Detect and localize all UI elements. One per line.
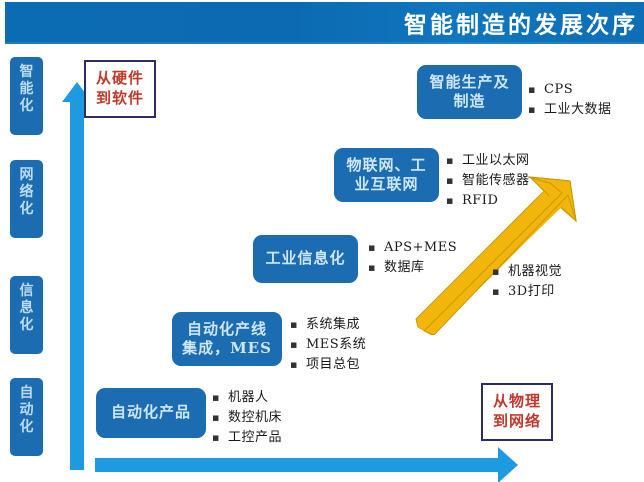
list-item: ▪ APS+MES: [368, 238, 457, 258]
stage-char: 化: [19, 317, 34, 334]
bullet-text: 工业大数据: [544, 102, 612, 118]
stage-char: 能: [19, 81, 34, 98]
sidebar-item-informatized[interactable]: 信 息 化: [10, 276, 43, 354]
bullet-text: 系统集成: [306, 317, 361, 332]
list-item: ▪ 机器视觉: [492, 262, 562, 282]
title-banner: 智能制造的发展次序: [5, 2, 644, 44]
stage-char: 信: [19, 283, 34, 299]
box-title-line: 工业信息化: [265, 249, 346, 268]
bullet-dot-icon: ▪: [492, 285, 500, 299]
box-title-line: 自动化产品: [110, 403, 191, 422]
list-item: ▪ 机器人: [212, 388, 282, 408]
note-hardware-to-software: 从硬件 到软件: [84, 60, 156, 118]
list-item: ▪ MES系统: [290, 335, 366, 355]
bullet-dot-icon: ▪: [212, 411, 220, 425]
box-title-line: 集成，MES: [182, 339, 272, 357]
bullet-dot-icon: ▪: [446, 194, 454, 208]
box-automation-line-integration[interactable]: 自动化产线 集成，MES: [172, 312, 282, 366]
bullet-dot-icon: ▪: [492, 265, 500, 278]
box-title-line: 智能生产及: [429, 72, 510, 91]
bullets-automation-products: ▪ 机器人 ▪ 数控机床 ▪ 工控产品: [212, 388, 282, 448]
list-item: ▪ 工控产品: [212, 428, 282, 448]
stage-char: 络: [19, 184, 34, 201]
stage-char: 智: [19, 64, 34, 80]
box-intelligent-production[interactable]: 智能生产及 制造: [417, 65, 522, 119]
list-item: ▪ 系统集成: [290, 315, 366, 335]
list-item: ▪ CPS: [528, 80, 612, 100]
box-automation-products[interactable]: 自动化产品: [96, 388, 206, 438]
note-line: 到网络: [492, 412, 541, 431]
bullet-dot-icon: ▪: [212, 431, 220, 445]
box-title-line: 物联网、工: [346, 155, 427, 174]
stage-char: 自: [19, 385, 34, 401]
bullet-dot-icon: ▪: [446, 154, 454, 167]
sidebar-item-automated[interactable]: 自 动 化: [10, 378, 43, 456]
bullet-text: 3D打印: [508, 284, 555, 300]
bullet-text: 智能传感器: [462, 173, 530, 189]
bullet-text: 数据库: [384, 260, 425, 276]
bullets-enabling-technologies: ▪ 机器视觉 ▪ 3D打印: [492, 262, 562, 302]
stage-char: 化: [19, 419, 34, 436]
page-title: 智能制造的发展次序: [404, 11, 638, 39]
bullet-text: 机器人: [228, 390, 269, 405]
bullet-dot-icon: ▪: [528, 83, 536, 96]
box-title-line: 业互联网: [354, 175, 419, 193]
bullet-dot-icon: ▪: [528, 103, 536, 117]
list-item: ▪ RFID: [446, 191, 530, 211]
stage-char: 网: [19, 167, 34, 183]
list-item: ▪ 项目总包: [290, 355, 366, 375]
bullet-text: 机器视觉: [508, 264, 563, 279]
bullets-automation-line-integration: ▪ 系统集成 ▪ MES系统 ▪ 项目总包: [290, 315, 366, 375]
bullet-text: 数控机床: [228, 410, 283, 426]
bullet-text: CPS: [544, 82, 574, 97]
list-item: ▪ 工业以太网: [446, 151, 530, 171]
list-item: ▪ 3D打印: [492, 282, 562, 302]
list-item: ▪ 智能传感器: [446, 171, 530, 191]
sidebar-item-intelligent[interactable]: 智 能 化: [10, 57, 43, 135]
sidebar-item-networked[interactable]: 网 络 化: [10, 160, 43, 238]
bullet-dot-icon: ▪: [290, 318, 298, 331]
box-title-line: 制造: [453, 92, 486, 110]
bullets-iot-industrial-internet: ▪ 工业以太网 ▪ 智能传感器 ▪ RFID: [446, 151, 530, 211]
list-item: ▪ 工业大数据: [528, 100, 612, 120]
stage-char: 化: [19, 98, 34, 115]
note-line: 从物理: [492, 392, 541, 410]
bullet-text: RFID: [462, 193, 499, 209]
bullet-dot-icon: ▪: [290, 358, 298, 372]
box-title-line: 自动化产线: [186, 319, 267, 338]
box-industrial-informatization[interactable]: 工业信息化: [253, 235, 358, 283]
bullet-dot-icon: ▪: [446, 174, 454, 188]
list-item: ▪ 数据库: [368, 258, 457, 278]
bullet-text: 工控产品: [228, 430, 283, 446]
bullet-dot-icon: ▪: [212, 391, 220, 404]
stage-char: 化: [19, 201, 34, 218]
bullet-text: MES系统: [306, 337, 367, 353]
stage-char: 动: [19, 402, 34, 419]
bullet-dot-icon: ▪: [368, 261, 376, 275]
box-iot-industrial-internet[interactable]: 物联网、工 业互联网: [334, 148, 439, 202]
bullets-intelligent-production: ▪ CPS ▪ 工业大数据: [528, 80, 612, 120]
vertical-progress-arrow-shaft: [70, 100, 84, 470]
bullet-dot-icon: ▪: [368, 241, 376, 254]
bullet-text: APS+MES: [384, 240, 458, 255]
note-physical-to-network: 从物理 到网络: [481, 383, 553, 441]
horizontal-timeline-arrow-shaft: [95, 458, 500, 472]
note-line: 从硬件: [95, 69, 144, 87]
list-item: ▪ 数控机床: [212, 408, 282, 428]
note-line: 到软件: [95, 89, 144, 108]
horizontal-timeline-arrow-head-icon: [498, 447, 518, 482]
bullet-dot-icon: ▪: [290, 338, 298, 352]
bullets-industrial-informatization: ▪ APS+MES ▪ 数据库: [368, 238, 457, 278]
bullet-text: 工业以太网: [462, 153, 530, 168]
stage-char: 息: [19, 300, 34, 317]
bullet-text: 项目总包: [306, 357, 361, 373]
